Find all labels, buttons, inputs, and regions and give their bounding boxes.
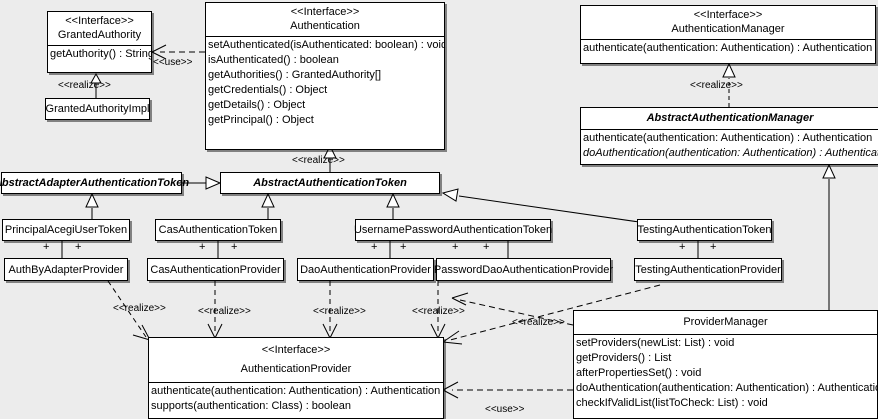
class-box-testing-authentication-token[interactable]: TestingAuthenticationToken bbox=[637, 219, 772, 241]
member-row: doAuthentication(authentication: Authent… bbox=[583, 147, 878, 159]
member-row: getProviders() : List bbox=[576, 352, 672, 364]
class-box-authentication-manager[interactable]: <<Interface>> AuthenticationManager auth… bbox=[580, 5, 876, 64]
edge-provider-manager-extends-abstract-manager bbox=[822, 163, 836, 310]
edge-cas-token-extends-abstract-token bbox=[261, 192, 275, 219]
member-row: supports(authentication: Class) : boolea… bbox=[151, 400, 351, 412]
edge-provider-manager-use-authentication-provider bbox=[442, 381, 573, 399]
association-plus-mark: + bbox=[679, 241, 686, 253]
member-row: authenticate(authentication: Authenticat… bbox=[583, 132, 873, 144]
class-box-provider-manager[interactable]: ProviderManager setProviders(newList: Li… bbox=[573, 310, 878, 419]
member-row: authenticate(authentication: Authenticat… bbox=[151, 385, 441, 397]
member-row: doAuthentication(authentication: Authent… bbox=[576, 382, 877, 394]
member-row: isAuthenticated() : boolean bbox=[208, 54, 339, 66]
authentication-manager-members: authenticate(authentication: Authenticat… bbox=[581, 40, 875, 57]
class-box-testing-authentication-provider[interactable]: TestingAuthenticationProvider bbox=[634, 258, 782, 281]
class-box-cas-authentication-provider[interactable]: CasAuthenticationProvider bbox=[147, 258, 284, 281]
provider-manager-members: setProviders(newList: List) : void getPr… bbox=[574, 335, 877, 412]
granted-authority-impl-name: GrantedAuthorityImpl bbox=[45, 103, 150, 115]
class-box-cas-authentication-token[interactable]: CasAuthenticationToken bbox=[155, 219, 281, 241]
dao-authentication-provider-name: DaoAuthenticationProvider bbox=[300, 263, 431, 276]
abstract-authentication-token-name: AbstractAuthenticationToken bbox=[253, 177, 407, 189]
class-box-password-dao-authentication-provider[interactable]: PasswordDaoAuthenticationProvider bbox=[433, 258, 614, 281]
edge-testing-token-extends-abstract-token bbox=[441, 188, 640, 223]
authentication-name: Authentication bbox=[290, 20, 360, 32]
granted-authority-stereotype: <<Interface>> bbox=[65, 15, 134, 27]
class-box-abstract-adapter-authentication-token[interactable]: AbstractAdapterAuthenticationToken bbox=[0, 172, 189, 194]
class-box-authentication-provider[interactable]: <<Interface>> AuthenticationProvider aut… bbox=[148, 337, 444, 419]
association-plus-mark: + bbox=[710, 241, 717, 253]
granted-authority-name: GrantedAuthority bbox=[57, 29, 142, 41]
authentication-manager-name: AuthenticationManager bbox=[671, 23, 785, 35]
class-box-authentication[interactable]: <<Interface>> Authentication setAuthenti… bbox=[205, 2, 445, 150]
authentication-provider-name: AuthenticationProvider bbox=[240, 363, 352, 375]
member-row: getPrincipal() : Object bbox=[208, 114, 314, 126]
authentication-provider-stereotype: <<Interface>> bbox=[261, 344, 331, 356]
edge-principal-token-extends-adapter-token bbox=[85, 192, 99, 219]
edge-label-realize-provider-manager: <<realize>> bbox=[512, 317, 565, 328]
edge-label-realize-granted-authority-impl: <<realize>> bbox=[58, 80, 111, 91]
class-box-principal-acegi-user-token[interactable]: PrincipalAcegiUserToken bbox=[2, 219, 130, 241]
provider-manager-name: ProviderManager bbox=[683, 316, 768, 328]
member-row: checkIfValidList(listToCheck: List) : vo… bbox=[576, 397, 768, 409]
cas-authentication-provider-name: CasAuthenticationProvider bbox=[150, 263, 281, 276]
edge-label-realize-abstract-auth-token: <<realize>> bbox=[292, 155, 345, 166]
class-box-abstract-authentication-manager[interactable]: AbstractAuthenticationManager authentica… bbox=[580, 107, 878, 165]
member-row: setProviders(newList: List) : void bbox=[576, 337, 735, 349]
member-row: afterPropertiesSet() : void bbox=[576, 367, 702, 379]
testing-authentication-provider-name: TestingAuthenticationProvider bbox=[635, 263, 781, 276]
class-box-abstract-authentication-token[interactable]: AbstractAuthenticationToken bbox=[220, 172, 440, 194]
association-plus-mark: + bbox=[483, 241, 490, 253]
username-password-authentication-token-name: UsernamePasswordAuthenticationToken bbox=[353, 224, 553, 236]
association-plus-mark: + bbox=[75, 241, 82, 253]
edge-label-realize-cas-provider: <<realize>> bbox=[198, 306, 251, 317]
class-box-auth-by-adapter-provider[interactable]: AuthByAdapterProvider bbox=[4, 258, 128, 281]
authentication-stereotype: <<Interface>> bbox=[290, 6, 360, 18]
class-box-granted-authority-impl[interactable]: GrantedAuthorityImpl bbox=[45, 98, 150, 120]
edge-label-use-authentication-granted: <<use>> bbox=[153, 57, 193, 68]
principal-acegi-user-token-name: PrincipalAcegiUserToken bbox=[4, 224, 128, 236]
association-plus-mark: + bbox=[452, 241, 459, 253]
member-row: getAuthorities() : GrantedAuthority[] bbox=[208, 69, 382, 81]
member-row: getDetails() : Object bbox=[208, 99, 306, 111]
member-row: getCredentials() : Object bbox=[208, 84, 328, 96]
class-box-username-password-authentication-token[interactable]: UsernamePasswordAuthenticationToken bbox=[353, 219, 553, 241]
member-row: authenticate(authentication: Authenticat… bbox=[583, 42, 873, 54]
authentication-manager-stereotype: <<Interface>> bbox=[693, 9, 763, 21]
edge-label-realize-auth-by-adapter: <<realize>> bbox=[113, 303, 166, 314]
association-plus-mark: + bbox=[199, 241, 206, 253]
association-plus-mark: + bbox=[400, 241, 407, 253]
testing-authentication-token-name: TestingAuthenticationToken bbox=[637, 224, 772, 236]
password-dao-authentication-provider-name: PasswordDaoAuthenticationProvider bbox=[433, 263, 614, 276]
authentication-members: setAuthenticated(isAuthenticated: boolea… bbox=[206, 37, 444, 129]
abstract-adapter-authentication-token-name: AbstractAdapterAuthenticationToken bbox=[0, 177, 190, 189]
class-box-dao-authentication-provider[interactable]: DaoAuthenticationProvider bbox=[297, 258, 434, 281]
authentication-provider-members: authenticate(authentication: Authenticat… bbox=[149, 383, 443, 415]
edge-label-realize-dao-provider: <<realize>> bbox=[313, 306, 366, 317]
abstract-authentication-manager-name: AbstractAuthenticationManager bbox=[646, 112, 814, 124]
edge-label-realize-abstract-auth-manager: <<realize>> bbox=[690, 80, 743, 91]
edge-label-realize-password-dao-provider: <<realize>> bbox=[412, 306, 465, 317]
association-plus-mark: + bbox=[231, 241, 238, 253]
granted-authority-members: getAuthority() : String bbox=[48, 46, 151, 63]
edge-username-password-token-extends-abstract-token bbox=[386, 192, 400, 219]
member-row: getAuthority() : String bbox=[50, 48, 151, 60]
auth-by-adapter-provider-name: AuthByAdapterProvider bbox=[8, 263, 124, 276]
abstract-authentication-manager-members: authenticate(authentication: Authenticat… bbox=[581, 130, 878, 162]
member-row: setAuthenticated(isAuthenticated: boolea… bbox=[208, 39, 444, 51]
association-plus-mark: + bbox=[371, 241, 378, 253]
association-plus-mark: + bbox=[43, 241, 50, 253]
class-box-granted-authority[interactable]: <<Interface>> GrantedAuthority getAuthor… bbox=[47, 11, 152, 73]
cas-authentication-token-name: CasAuthenticationToken bbox=[158, 224, 278, 236]
edge-label-use-provider-manager: <<use>> bbox=[485, 404, 525, 415]
